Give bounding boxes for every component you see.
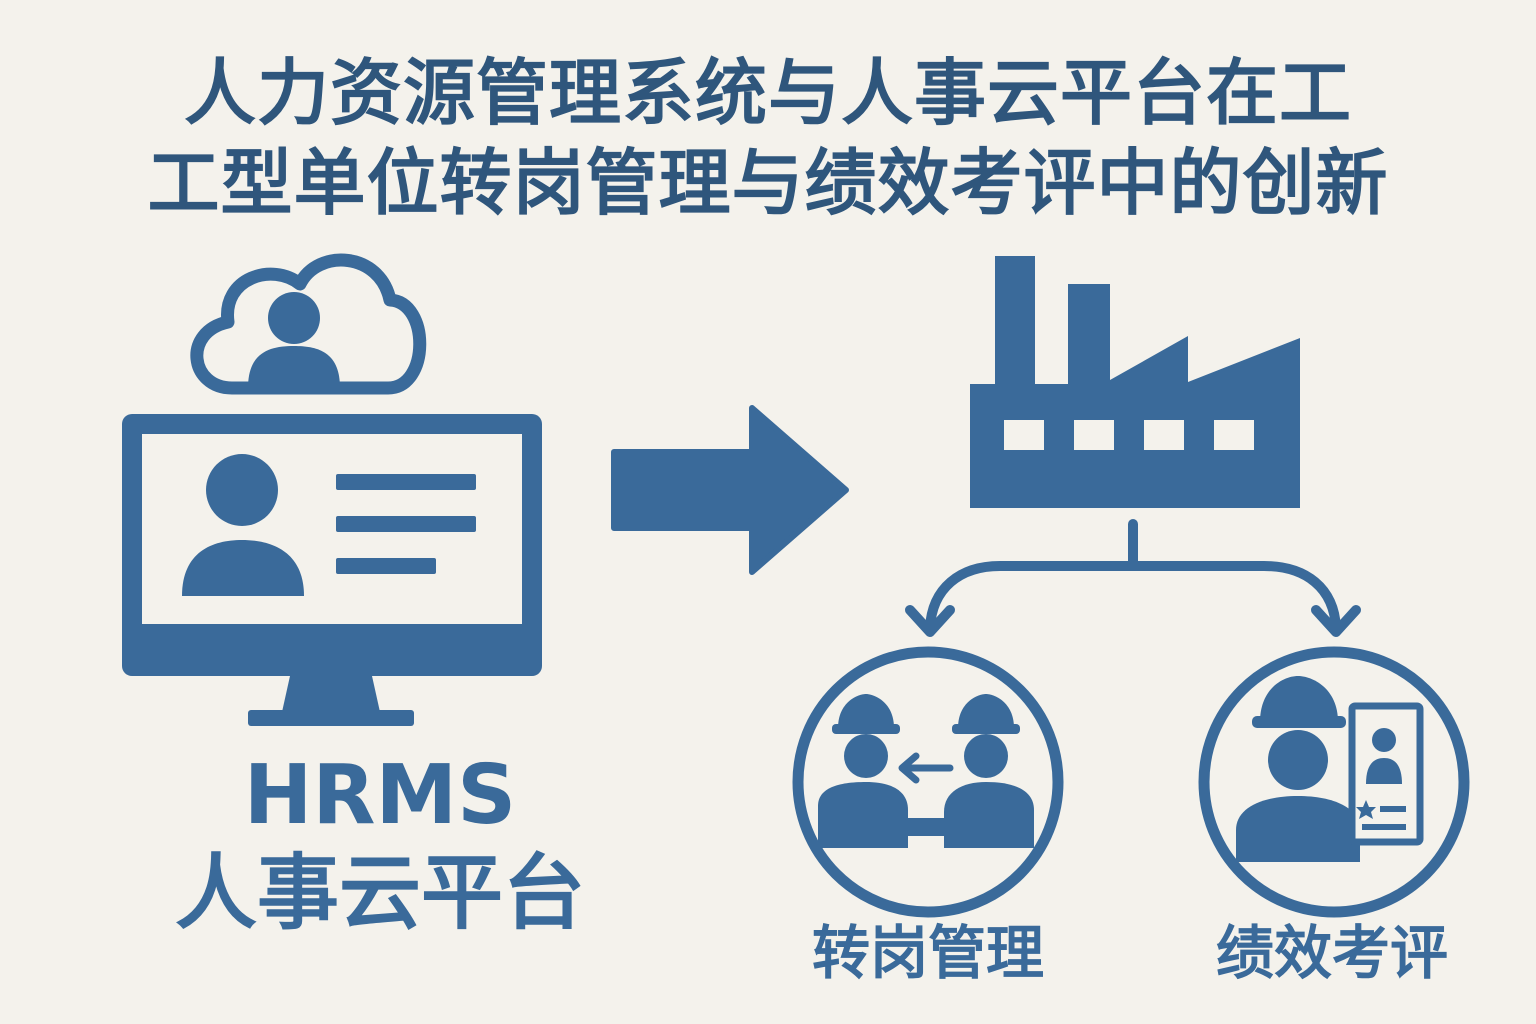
monitor-profile-icon [122,414,542,726]
factory-icon [970,256,1300,508]
transfer-management-label: 转岗管理 [811,919,1044,987]
hrms-label: HRMS 人事云平台 [100,748,660,944]
title-line-2: 工型单位转岗管理与绩效考评中的创新 [147,141,1389,225]
title-line-1: 人力资源管理系统与人事云平台在工 [183,51,1352,135]
page-title: 人力资源管理系统与人事云平台在工 工型单位转岗管理与绩效考评中的创新 [0,48,1536,228]
arrow-right-icon [611,405,849,575]
branch-arrows-icon [905,519,1361,637]
performance-evaluation-label: 绩效考评 [1215,919,1448,987]
hrms-name: HRMS [243,748,517,843]
worker-transfer-icon [792,646,1064,918]
worker-evaluation-icon [1198,646,1470,918]
hrms-platform: 人事云平台 [174,846,585,941]
cloud-user-icon [190,253,427,395]
